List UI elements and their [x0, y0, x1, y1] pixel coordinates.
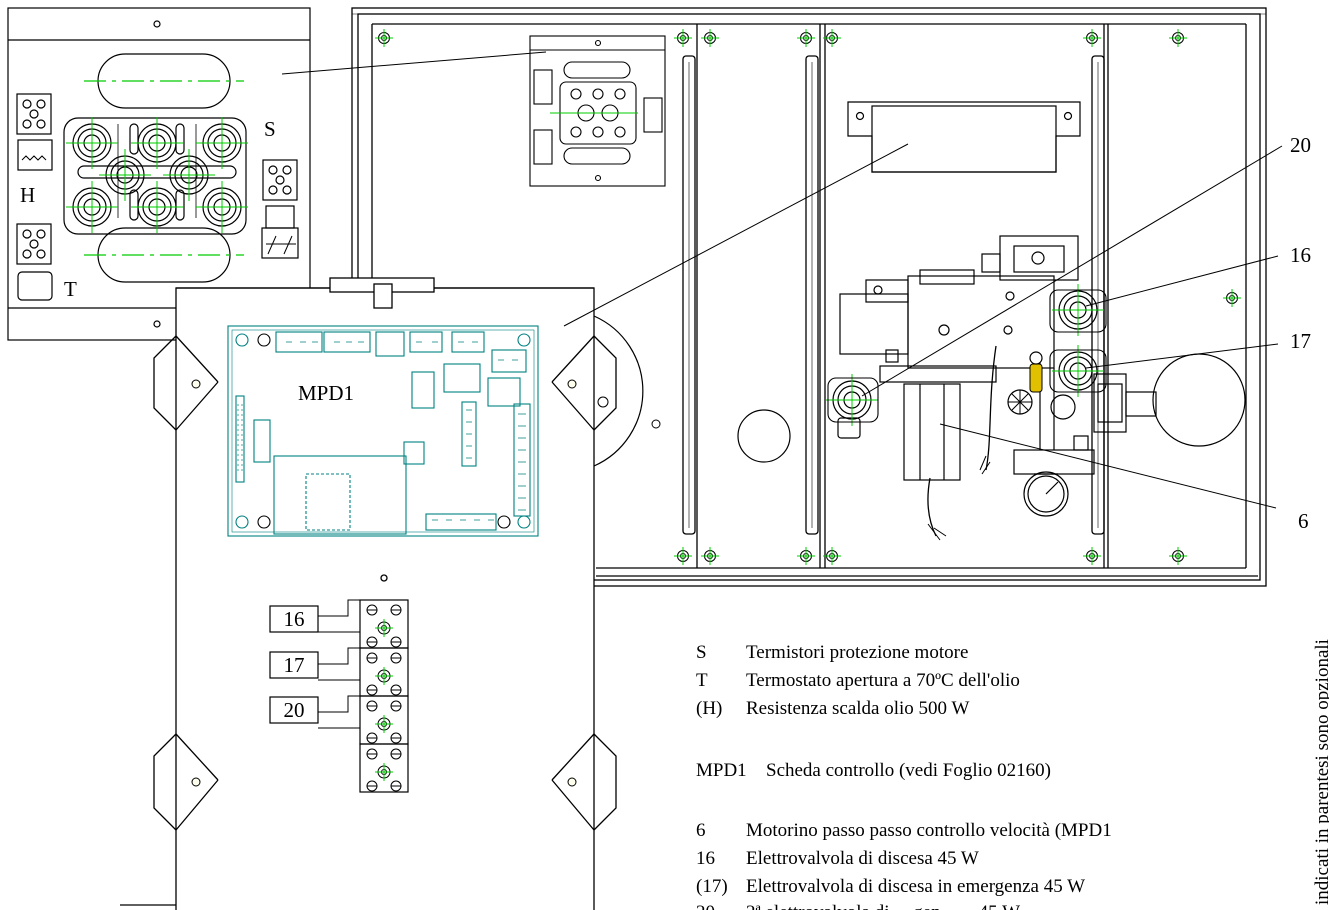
legend-text: Elettrovalvola di discesa 45 W — [746, 848, 979, 869]
legend-code: MPD1 — [696, 760, 747, 781]
mount-hole — [651, 419, 661, 429]
legend-text: Elettrovalvola di discesa in emergenza 4… — [746, 876, 1085, 897]
cable-gland-hole — [737, 409, 791, 463]
legend-text: Resistenza scalda olio 500 W — [746, 698, 969, 719]
terminal-plate-small — [529, 35, 666, 187]
control-box — [120, 277, 617, 910]
leader-lines — [281, 51, 1283, 509]
legend-text: Termistori protezione motore — [746, 642, 968, 663]
legend-text: Scheda controllo (vedi Foglio 02160) — [766, 760, 1051, 781]
valve-20-coil — [825, 373, 879, 427]
valve-16-coil — [1051, 283, 1105, 337]
callout-t: T — [64, 277, 77, 301]
legend-text: Motorino passo passo controllo velocità … — [746, 820, 1112, 841]
callout-16: 16 — [1290, 243, 1311, 267]
mpd1-board — [227, 325, 539, 537]
callout-6: 6 — [1298, 509, 1309, 533]
valve-17-coil — [1051, 344, 1105, 398]
callouts: S H T MPD1 20 16 17 6 — [20, 117, 1311, 533]
terminal-bolts — [65, 116, 249, 234]
callout-s: S — [264, 117, 276, 141]
legend-code: 16 — [696, 848, 715, 869]
legend-text: 2ª elettrovalvola di ... gen... ... 45 W — [746, 902, 1020, 910]
legend-code: T — [696, 670, 708, 691]
terminal-strip — [318, 599, 409, 793]
callout-17: 17 — [1290, 329, 1311, 353]
mpd1-connectors — [237, 341, 526, 521]
callout-20: 20 — [1290, 133, 1311, 157]
side-note: indicati in parentesi sono opzionali — [1312, 639, 1329, 905]
valve-bracket — [847, 101, 1081, 173]
callout-mpd1: MPD1 — [298, 381, 354, 405]
terminal-labels: 16 17 20 — [269, 605, 319, 724]
legend: S Termistori protezione motore T Termost… — [696, 642, 1112, 910]
main-cabinet — [351, 7, 1267, 587]
callout-h: H — [20, 183, 35, 207]
yellow-indicator — [1029, 363, 1043, 393]
legend-text: Termostato apertura a 70ºC dell'olio — [746, 670, 1020, 691]
legend-code: 6 — [696, 820, 706, 841]
legend-code: 20 — [696, 902, 715, 910]
legend-code: (17) — [696, 876, 728, 897]
legend-code: (H) — [696, 698, 722, 719]
bracket-screws — [191, 379, 577, 787]
door-hinge-arc — [593, 315, 644, 467]
terminal-label-16: 16 — [284, 607, 305, 631]
terminal-label-20: 20 — [284, 698, 305, 722]
sensor-blocks — [16, 93, 299, 301]
terminal-label-17: 17 — [284, 653, 305, 677]
legend-code: S — [696, 642, 707, 663]
